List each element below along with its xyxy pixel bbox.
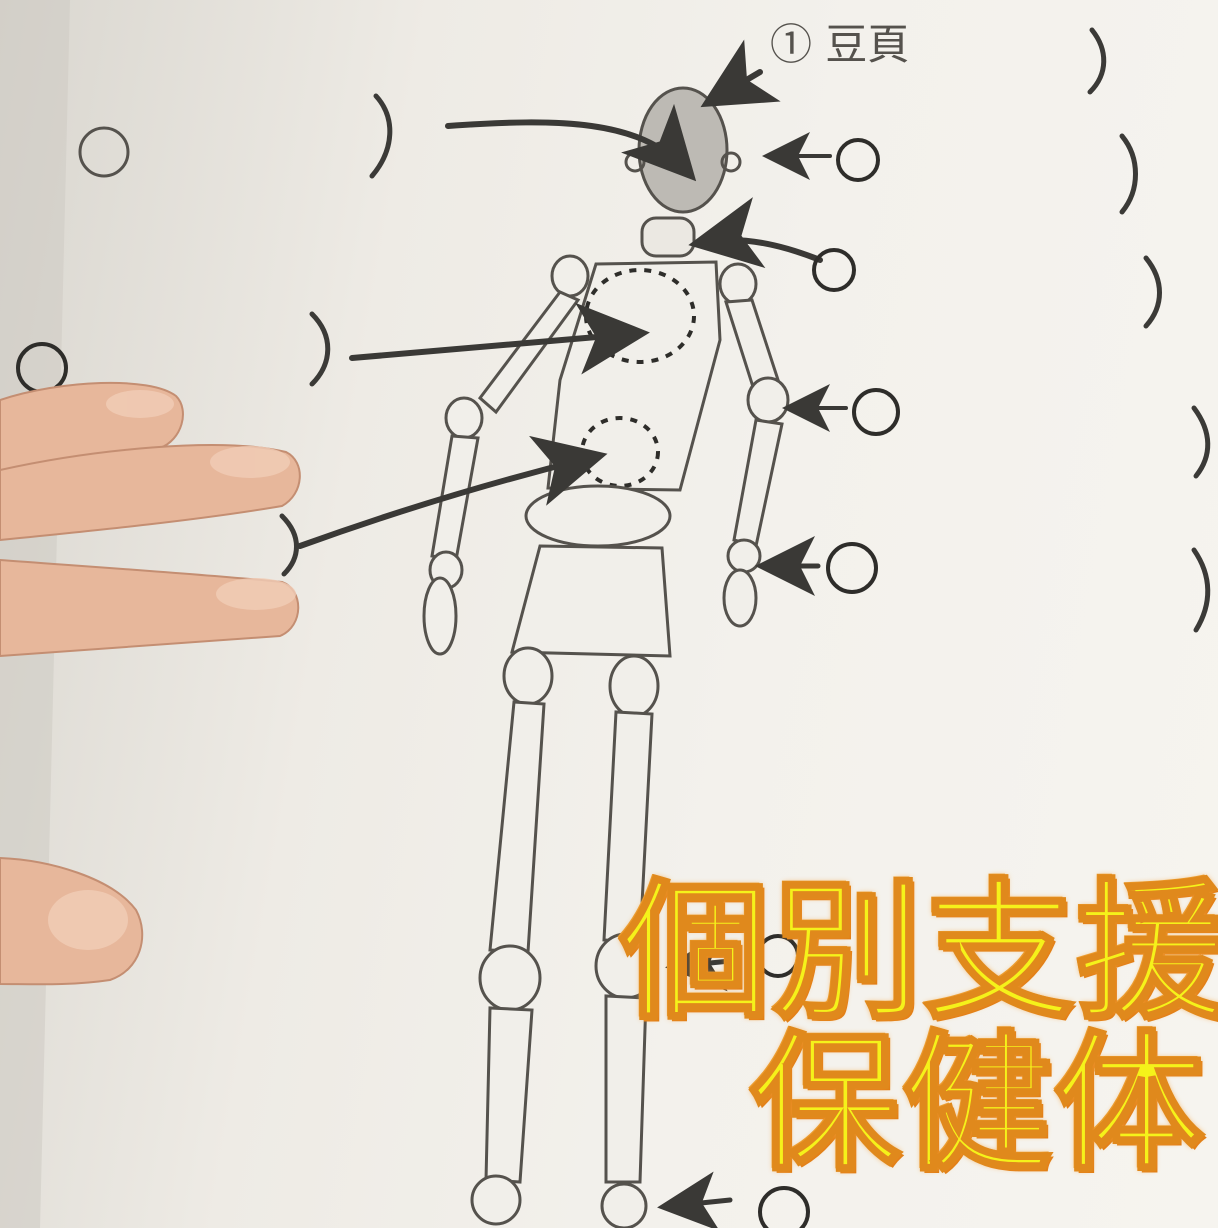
circled-numbers [16,126,900,1228]
overlay-title-line-2: 保健体 [748,1018,1207,1192]
label-arrows [297,39,848,1228]
figure-torso [510,260,722,658]
label-1-handwritten: ① 豆頁 [770,20,910,69]
figure-legs [470,646,660,1228]
figure-arms [422,254,790,656]
overlay-title-line-1: 個別支援 [618,866,1218,1040]
bracket-marks [279,27,1211,633]
